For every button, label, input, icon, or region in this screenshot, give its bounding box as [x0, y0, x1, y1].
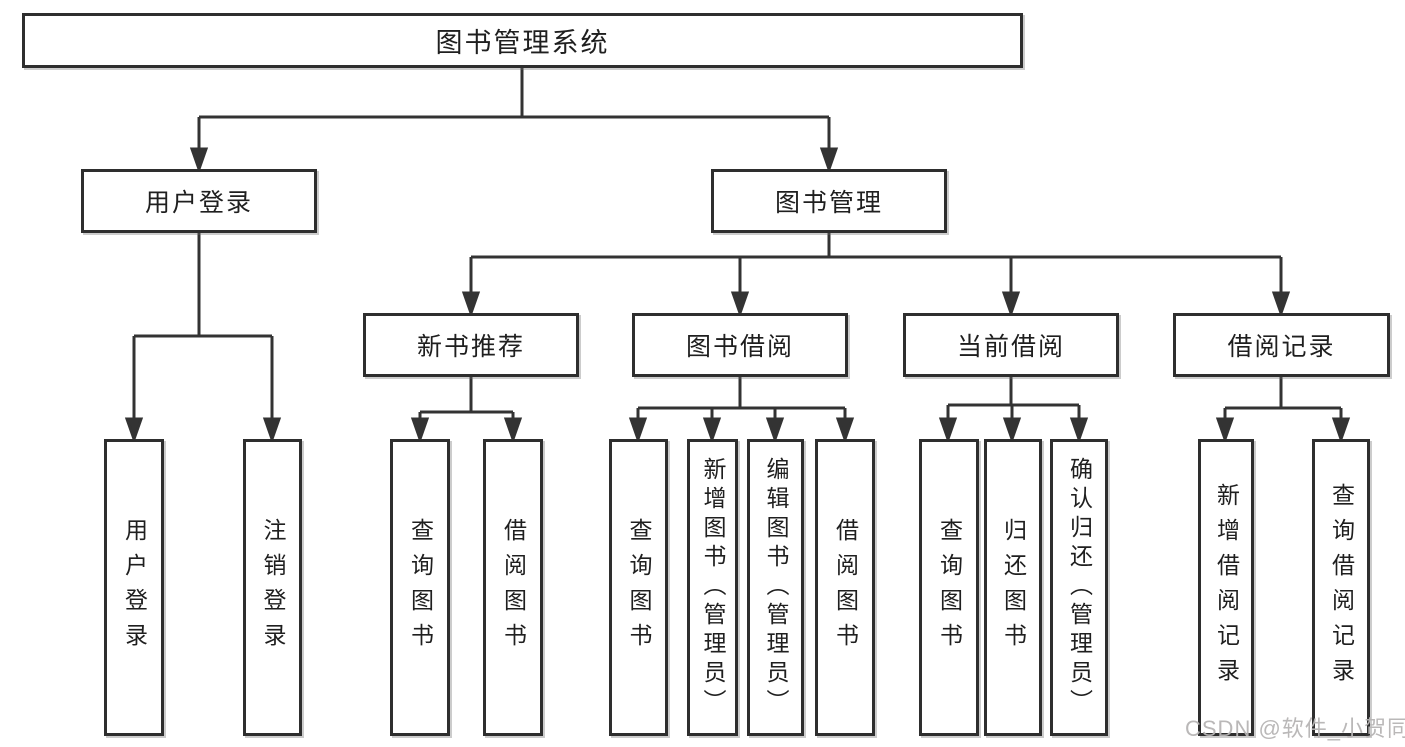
- connector-records-to-leaves: [1215, 377, 1351, 444]
- leaf-add-book-admin: 新增图书（管理员）: [687, 439, 738, 736]
- node-book-borrowing: 图书借阅: [632, 313, 848, 377]
- leaf-label: 查询借阅记录: [1328, 482, 1355, 693]
- connector-borrow-to-leaves: [628, 377, 855, 444]
- connector-root-to-level2: [189, 68, 839, 174]
- leaf-edit-book-admin: 编辑图书（管理员）: [747, 439, 804, 736]
- connector-newbook-to-leaves: [410, 377, 523, 444]
- leaf-add-borrow-record: 新增借阅记录: [1198, 439, 1254, 736]
- node-current-borrowing: 当前借阅: [903, 313, 1119, 377]
- node-book-management: 图书管理: [711, 169, 947, 233]
- csdn-watermark: CSDN @软件_小贺同学: [1185, 716, 1405, 741]
- leaf-confirm-return-admin: 确认归还（管理员）: [1050, 439, 1108, 736]
- leaf-label: 用户登录: [121, 517, 148, 658]
- leaf-label: 新增借阅记录: [1213, 482, 1240, 693]
- leaf-label: 注销登录: [260, 517, 286, 658]
- leaf-query-book-borrow: 查询图书: [609, 439, 668, 736]
- node-library-management-system: 图书管理系统: [22, 13, 1023, 68]
- connector-current-to-leaves: [938, 377, 1089, 444]
- leaf-return-book: 归还图书: [984, 439, 1042, 736]
- leaf-label: 查询图书: [407, 517, 434, 658]
- leaf-label: 借阅图书: [500, 517, 527, 658]
- node-borrowing-records: 借阅记录: [1173, 313, 1390, 377]
- leaf-label: 新增图书（管理员）: [700, 457, 726, 718]
- leaf-query-book-newbook: 查询图书: [390, 439, 450, 736]
- connector-mgmt-to-level3: [461, 233, 1291, 318]
- leaf-label: 查询图书: [936, 517, 963, 658]
- leaf-borrow-book-borrow: 借阅图书: [815, 439, 875, 736]
- leaf-label: 查询图书: [626, 517, 652, 658]
- connector-login-to-leaves: [124, 233, 282, 444]
- leaf-label: 借阅图书: [832, 517, 859, 658]
- leaf-label: 归还图书: [1000, 517, 1027, 658]
- leaf-borrow-book-newbook: 借阅图书: [483, 439, 543, 736]
- leaf-query-borrow-record: 查询借阅记录: [1312, 439, 1370, 736]
- leaf-label: 编辑图书（管理员）: [763, 457, 789, 718]
- leaf-logout: 注销登录: [243, 439, 302, 736]
- node-user-login: 用户登录: [81, 169, 317, 233]
- leaf-user-login: 用户登录: [104, 439, 164, 736]
- leaf-query-book-current: 查询图书: [919, 439, 979, 736]
- node-new-book-recommendation: 新书推荐: [363, 313, 579, 377]
- leaf-label: 确认归还（管理员）: [1066, 457, 1093, 718]
